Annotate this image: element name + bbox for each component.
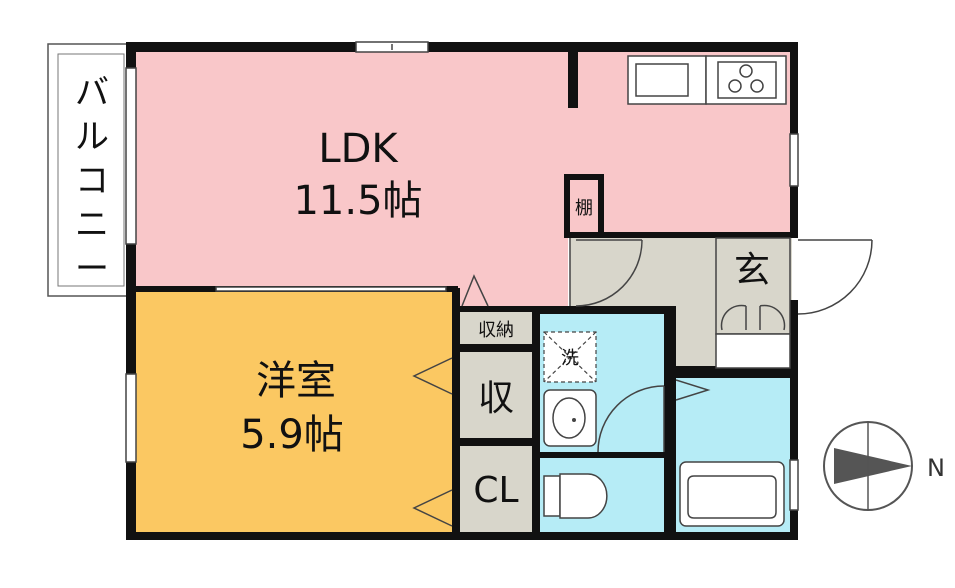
- washer-label: 洗: [561, 348, 579, 369]
- storage-small-label: 収納: [478, 320, 514, 341]
- closet-door-entrance[interactable]: [575, 239, 643, 307]
- washroom-door[interactable]: [597, 385, 665, 453]
- balcony-label-char: ー: [75, 249, 109, 289]
- closet-label: CL: [473, 470, 518, 511]
- western-room-label: 洋室: [256, 358, 336, 404]
- balcony-label-char: バ: [75, 73, 109, 113]
- ldk-room[interactable]: [136, 52, 792, 306]
- compass-north-arrow-icon: [823, 421, 913, 511]
- shelf-label: 棚: [575, 198, 593, 219]
- western-room-size-label: 5.9帖: [240, 412, 344, 458]
- balcony-label: バルコニー: [75, 73, 109, 289]
- balcony-area[interactable]: [47, 43, 133, 297]
- western-closet-doors[interactable]: [412, 357, 453, 527]
- balcony-label-text: バルコニー: [75, 73, 109, 289]
- storage-units[interactable]: [460, 312, 532, 532]
- entrance-door[interactable]: [569, 238, 873, 315]
- ldk-door[interactable]: [461, 274, 489, 307]
- compass-north-label: N: [927, 454, 945, 482]
- balcony-label-char: ル: [75, 117, 109, 157]
- entrance-label: 玄: [734, 250, 770, 291]
- stove[interactable]: [705, 55, 787, 105]
- bathroom-door[interactable]: [675, 379, 711, 401]
- bathtub[interactable]: [679, 461, 785, 527]
- washer-space[interactable]: [543, 331, 597, 383]
- ldk-label: LDK: [318, 126, 399, 172]
- western-room[interactable]: [136, 292, 456, 532]
- shoe-cabinet[interactable]: [715, 237, 791, 369]
- washbasin[interactable]: [543, 389, 597, 447]
- toilet[interactable]: [543, 473, 608, 519]
- kitchen-sink[interactable]: [627, 55, 707, 105]
- storage-label: 収: [478, 378, 514, 419]
- ldk-size-label: 11.5帖: [293, 178, 422, 224]
- balcony-label-char: ニ: [75, 205, 109, 245]
- balcony-label-char: コ: [75, 161, 109, 201]
